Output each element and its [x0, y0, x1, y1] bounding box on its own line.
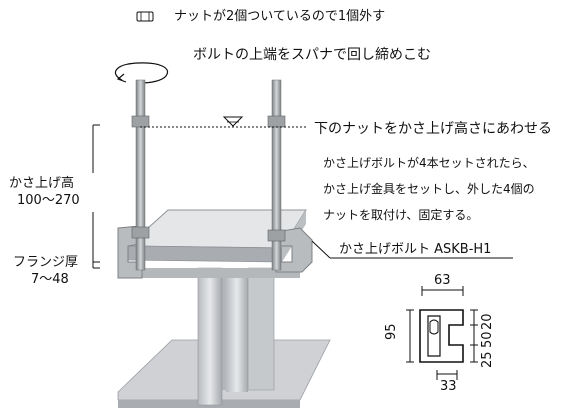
note-remove-nut: ナットが2個ついているので1個外す [174, 9, 386, 24]
nut-icon [136, 11, 154, 22]
fitting-height: 95 [384, 323, 399, 340]
raise-height-bracket [92, 124, 100, 269]
fitting-top-width: 63 [434, 273, 451, 288]
flange-thickness-range: 7〜48 [31, 272, 69, 287]
procedure-line-1: かさ上げボルトが4本セットされたら、 [323, 156, 535, 170]
flange-thickness-label: フランジ厚 [13, 255, 79, 270]
bolt-left [131, 79, 150, 271]
note-tighten-top: ボルトの上端をスパナで回し締めこむ [193, 47, 431, 63]
fitting-bottom-width: 33 [440, 379, 457, 394]
beam-top-flange [140, 268, 300, 278]
product-label: かさ上げボルト ASKB-H1 [339, 242, 492, 257]
top-plate [126, 209, 307, 263]
fitting-profile-drawing [406, 286, 478, 380]
h-beam-column [197, 267, 275, 406]
fitting-segment-bottom: 25 [480, 351, 495, 368]
note-lower-nut: 下のナットをかさ上げ高さにあわせる [314, 121, 552, 137]
procedure-line-3: ナットを取付け、固定する。 [323, 208, 479, 222]
flange-thickness-bracket [92, 261, 100, 268]
raise-height-label: かさ上げ高 [9, 176, 75, 191]
rotation-arrow-icon [114, 62, 169, 84]
level-line [140, 116, 306, 128]
product-leader-line [311, 240, 513, 259]
procedure-line-2: かさ上げ金具をセットし、外した4個の [323, 182, 535, 196]
fitting-segment-top: 20 [480, 313, 495, 330]
fitting-segment-mid: 50 [480, 331, 495, 348]
raise-height-range: 100〜270 [17, 193, 80, 208]
